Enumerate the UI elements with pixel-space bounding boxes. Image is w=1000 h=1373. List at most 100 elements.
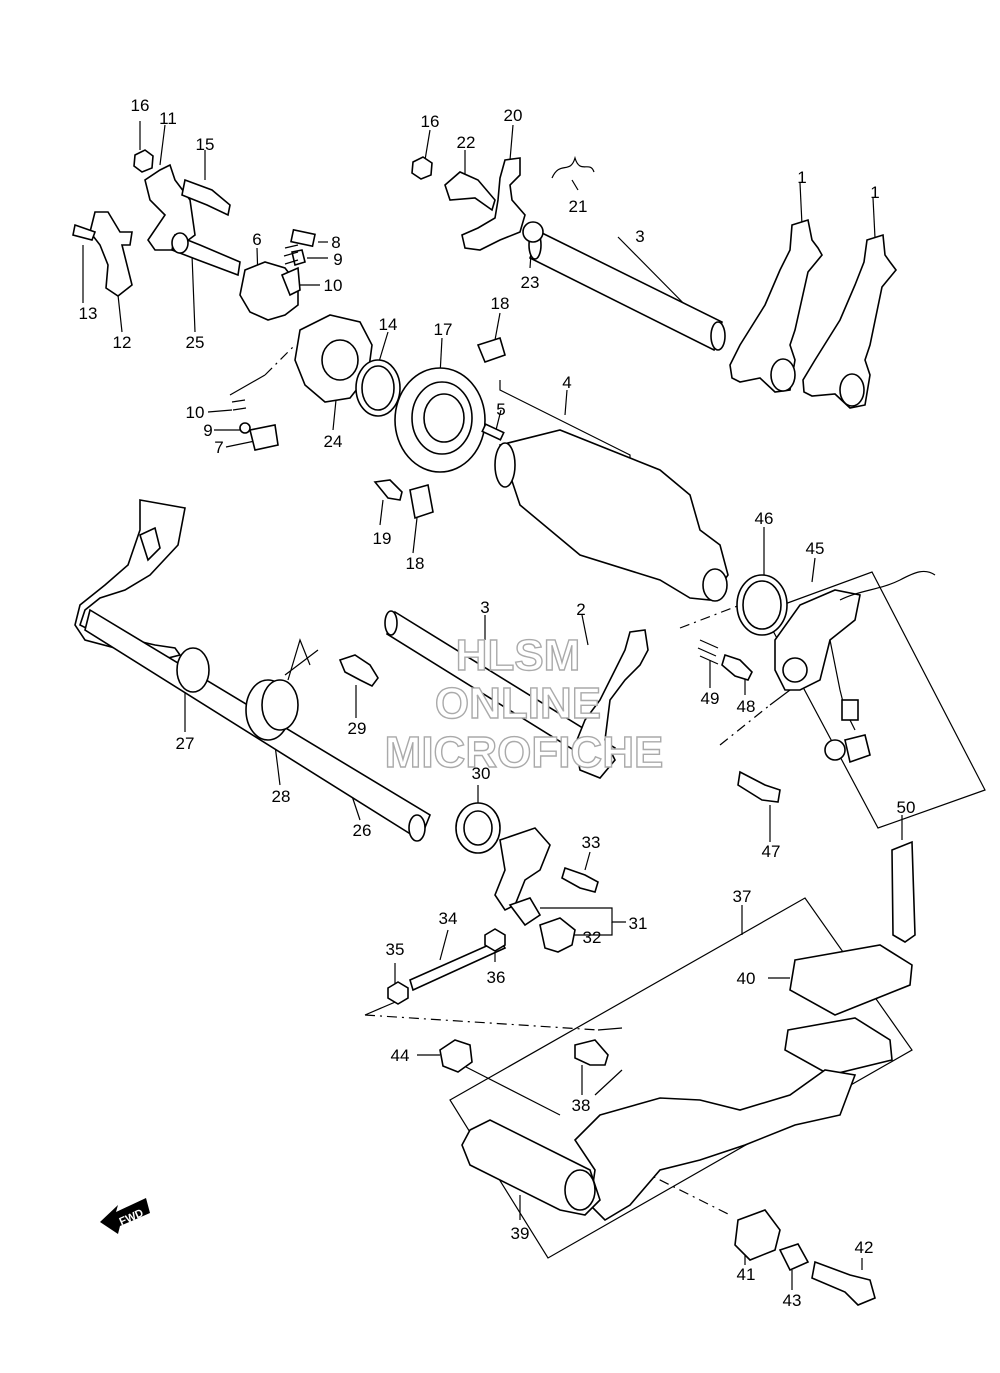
part-label: 8 — [331, 233, 340, 252]
part-label: 3 — [635, 227, 644, 246]
bolt-42 — [811, 1260, 876, 1306]
part-label: 14 — [379, 315, 398, 334]
part-label: 33 — [582, 833, 601, 852]
part-label: 32 — [583, 928, 602, 947]
part-label: 40 — [737, 969, 756, 988]
part-label: 37 — [733, 887, 752, 906]
part-label: 25 — [186, 333, 205, 352]
part-label: 2 — [576, 600, 585, 619]
stud-22 — [444, 171, 496, 212]
shift-fork-1b — [802, 233, 898, 409]
group-outline-37 — [449, 897, 913, 1259]
bolt-47 — [737, 770, 781, 803]
nut-36 — [484, 928, 506, 952]
fork-shaft-3-top — [528, 230, 723, 352]
bolt-38 — [574, 1039, 609, 1066]
part-label: 15 — [196, 135, 215, 154]
nut-44 — [439, 1039, 473, 1073]
part-label: 3 — [480, 598, 489, 617]
part-label: 7 — [214, 438, 223, 457]
part-label: 16 — [421, 112, 440, 131]
part-label: 48 — [737, 697, 756, 716]
part-label: 4 — [562, 373, 571, 392]
washer-43 — [778, 1243, 810, 1272]
part-label: 36 — [487, 968, 506, 987]
part-labels: 1 1 2 3 3 4 5 6 7 8 9 9 10 10 11 12 13 1… — [79, 96, 916, 1310]
pin-48 — [721, 653, 753, 681]
part-label: 9 — [203, 421, 212, 440]
part-label: 21 — [569, 197, 588, 216]
part-label: 39 — [511, 1224, 530, 1243]
part-shapes: FWD — [72, 149, 936, 1306]
stud-15 — [181, 178, 231, 217]
part-label: 46 — [755, 509, 774, 528]
pin-29 — [338, 654, 379, 688]
part-label: 20 — [504, 106, 523, 125]
plate-18-top — [476, 336, 506, 364]
nut-16-left — [133, 149, 154, 173]
nut-16-right — [411, 156, 433, 180]
part-label: 18 — [406, 554, 425, 573]
part-label: 27 — [176, 734, 195, 753]
bolt-19 — [373, 479, 403, 501]
rod-34 — [409, 938, 507, 992]
part-label: 10 — [186, 403, 205, 422]
part-label: 41 — [737, 1265, 756, 1284]
part-label: 22 — [457, 133, 476, 152]
part-label: 43 — [783, 1291, 802, 1310]
bolt-33 — [561, 866, 599, 893]
rubber-40 — [789, 944, 913, 1016]
part-label: 19 — [373, 529, 392, 548]
part-label: 45 — [806, 539, 825, 558]
arm-20 — [461, 157, 526, 251]
brake-pedal-arm — [573, 1069, 857, 1222]
part-label: 1 — [797, 168, 806, 187]
fwd-arrow-icon: FWD — [100, 1198, 150, 1234]
part-label: 29 — [348, 719, 367, 738]
part-label: 47 — [762, 842, 781, 861]
watermark-line-3: MICROFICHE — [385, 728, 664, 777]
part-label: 44 — [391, 1046, 410, 1065]
part-label: 34 — [439, 909, 458, 928]
part-label: 31 — [629, 914, 648, 933]
plate-18-lower — [409, 483, 434, 520]
part-label: 5 — [496, 400, 505, 419]
watermark-line-2: ONLINE — [435, 679, 601, 728]
part-label: 10 — [324, 276, 343, 295]
part-label: 11 — [159, 109, 177, 128]
stopper-plate-12 — [89, 211, 133, 297]
watermark: HLSM ONLINE MICROFICHE — [384, 630, 664, 777]
bolt-25 — [171, 233, 241, 277]
joint-32 — [539, 917, 576, 953]
part-label: 24 — [324, 432, 343, 451]
washer-23 — [522, 221, 544, 243]
part-label: 13 — [79, 304, 98, 323]
part-label: 35 — [386, 940, 405, 959]
spring-21 — [551, 155, 595, 179]
part-label: 1 — [870, 183, 879, 202]
watermark-line-1: HLSM — [456, 631, 581, 680]
part-label: 17 — [434, 320, 453, 339]
part-label: 30 — [472, 764, 491, 783]
bushing-41 — [734, 1209, 781, 1261]
shift-cam-4 — [498, 429, 729, 601]
shift-arm — [494, 827, 551, 912]
brake-pedal-pad — [784, 1017, 893, 1076]
part-label: 50 — [897, 798, 916, 817]
part-label: 12 — [113, 333, 132, 352]
stopper-7 — [249, 424, 279, 451]
part-label: 16 — [131, 96, 150, 115]
shift-fork-2 — [574, 629, 649, 779]
part-label: 42 — [855, 1238, 874, 1257]
part-label: 49 — [701, 689, 720, 708]
part-label: 23 — [521, 273, 540, 292]
part-label: 28 — [272, 787, 291, 806]
bolt-13 — [72, 223, 97, 241]
part-label: 6 — [252, 230, 261, 249]
nut-35 — [387, 981, 409, 1005]
shift-bracket-11 — [144, 163, 196, 251]
part-label: 38 — [572, 1096, 591, 1115]
part-label: 26 — [353, 821, 372, 840]
part-50 — [891, 840, 916, 943]
